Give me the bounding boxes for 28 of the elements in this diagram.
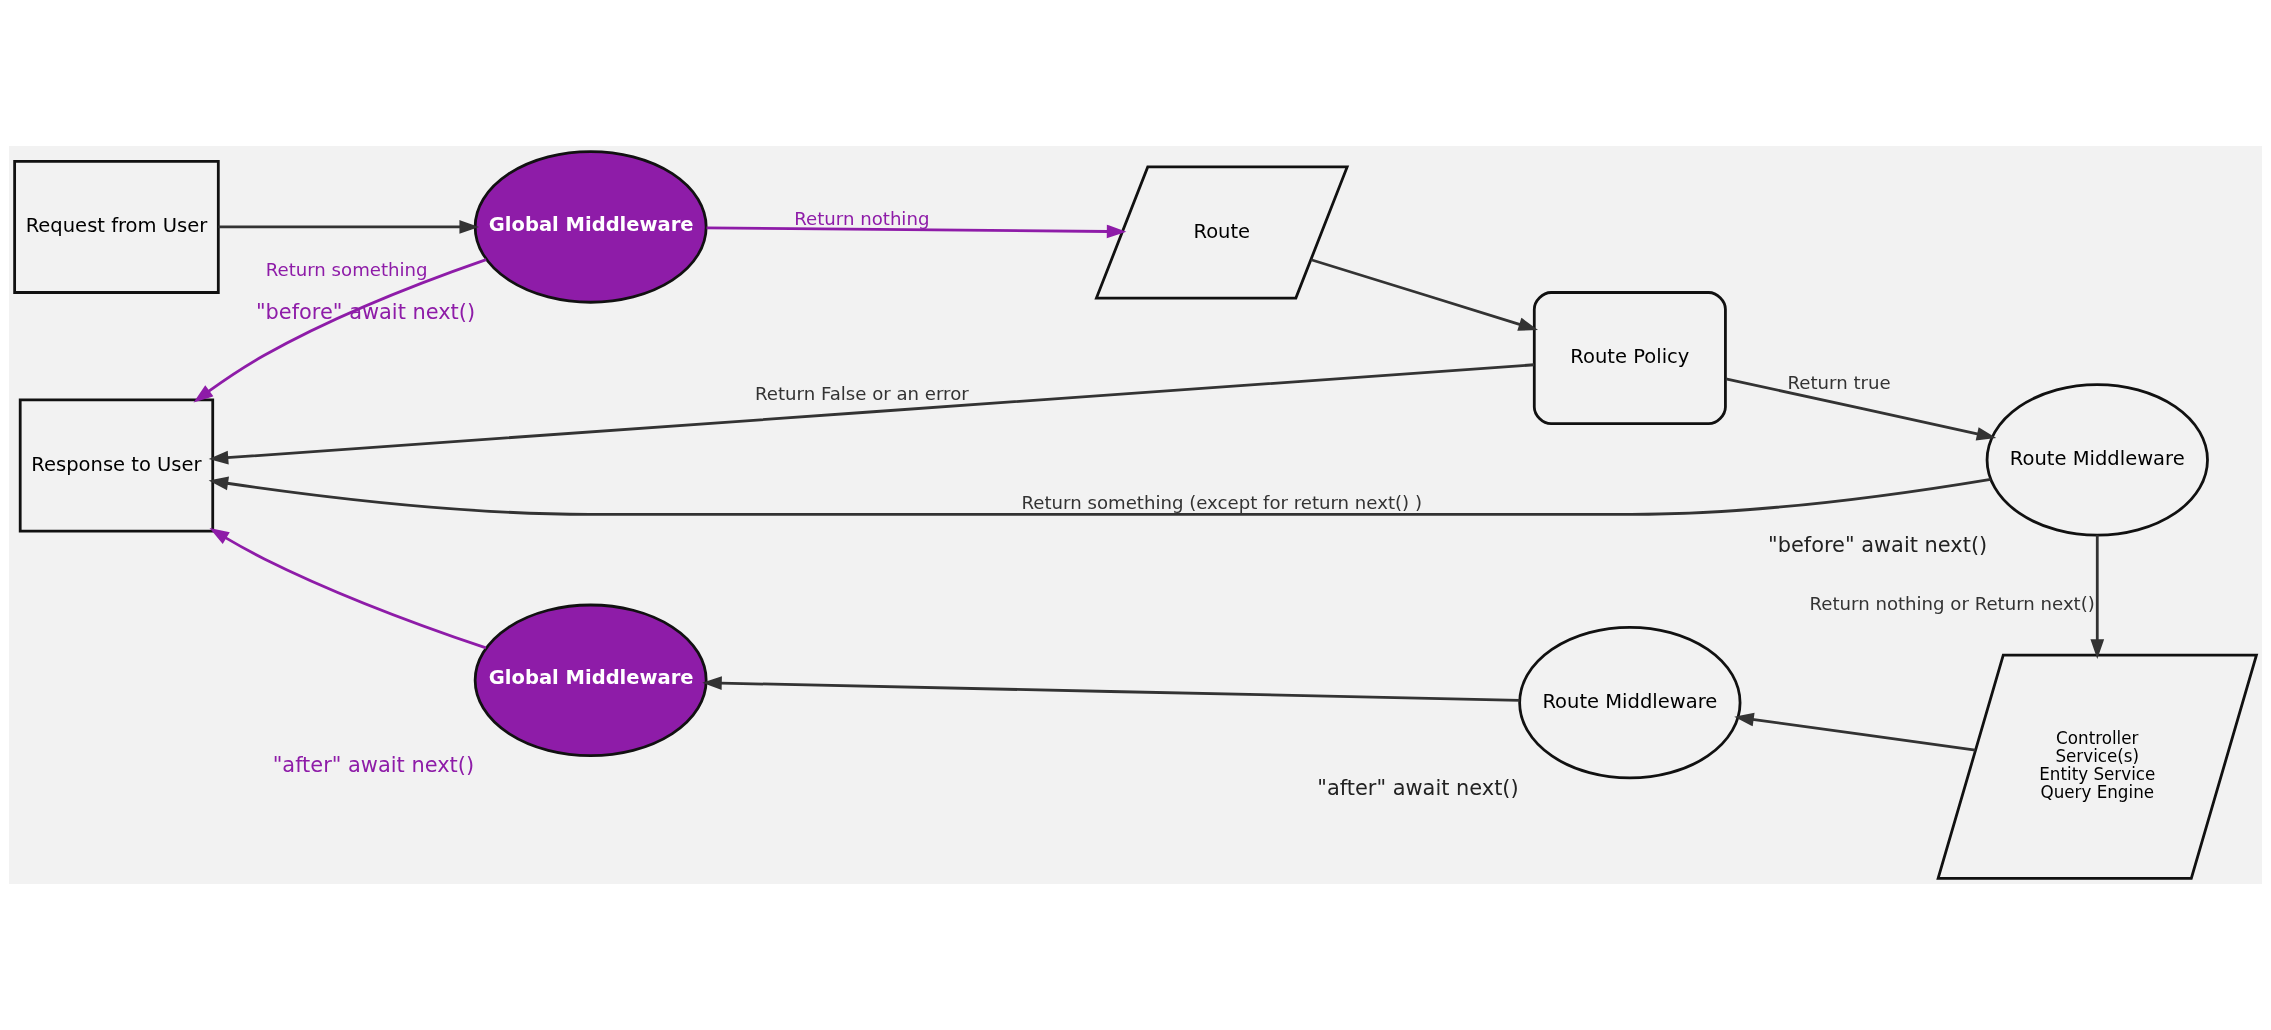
edge-label: Return true (1787, 372, 1891, 394)
node-ellipse: Route Middleware (1985, 383, 2209, 537)
node-ellipse: Global Middleware (473, 603, 708, 758)
arrow (702, 676, 1520, 702)
node-ellipse: Route Middleware (1518, 625, 1742, 780)
node-box: Route Policy (1532, 291, 1727, 425)
node-label: "after" await next() (272, 753, 475, 778)
arrow (1734, 712, 1976, 752)
node-label: "before" await next() (1768, 532, 1988, 557)
node-label: "before" await next() (255, 299, 476, 324)
arrow (208, 476, 1991, 516)
arrow (1310, 258, 1539, 331)
edge-label: Return something (except for return next() ) (1021, 492, 1422, 514)
arrow (208, 363, 1535, 465)
node-label: "after" await next() (1317, 775, 1519, 800)
edge-label: Return False or an error (755, 383, 969, 405)
node-ellipse: Global Middleware (473, 150, 708, 304)
arrow (193, 258, 487, 403)
arrow (209, 528, 487, 650)
edge-label: Return nothing (794, 207, 930, 229)
node-box: Request from User (13, 159, 220, 294)
edge-label: Return something (265, 259, 428, 281)
node-box: Response to User (18, 398, 215, 533)
arrow (218, 220, 479, 234)
arrow (706, 224, 1127, 239)
arrow (1725, 377, 1997, 441)
edge-label: Return nothing or Return next() (1809, 592, 2095, 614)
arrow (2090, 535, 2105, 659)
